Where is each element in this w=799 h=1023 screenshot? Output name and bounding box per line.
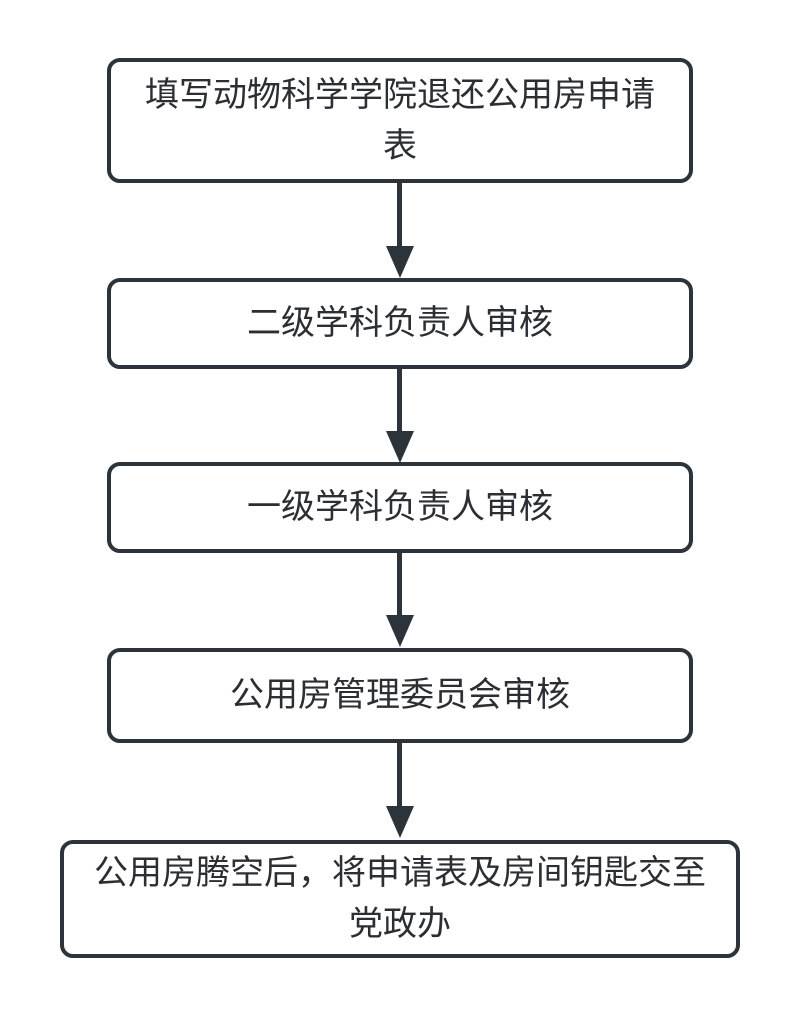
flow-node-step-5: 公用房腾空后，将申请表及房间钥匙交至党政办 — [60, 840, 740, 958]
flow-node-label: 公用房腾空后，将申请表及房间钥匙交至党政办 — [94, 855, 706, 943]
flow-node-label: 二级学科负责人审核 — [247, 305, 553, 342]
flow-node-step-4: 公用房管理委员会审核 — [107, 648, 693, 743]
flow-node-step-3: 一级学科负责人审核 — [107, 462, 693, 553]
flow-node-label: 公用房管理委员会审核 — [230, 677, 570, 714]
arrow-shaft — [397, 743, 402, 807]
arrow-down-icon — [386, 806, 414, 838]
flow-node-step-2: 二级学科负责人审核 — [107, 278, 693, 369]
flow-node-step-1: 填写动物科学学院退还公用房申请表 — [107, 58, 693, 183]
arrow-shaft — [397, 183, 402, 247]
arrow-shaft — [397, 553, 402, 616]
arrow-down-icon — [386, 431, 414, 463]
arrow-shaft — [397, 369, 402, 432]
arrow-down-icon — [386, 615, 414, 647]
flow-node-label: 一级学科负责人审核 — [247, 489, 553, 526]
flow-node-label: 填写动物科学学院退还公用房申请表 — [145, 76, 655, 165]
arrow-down-icon — [386, 246, 414, 278]
